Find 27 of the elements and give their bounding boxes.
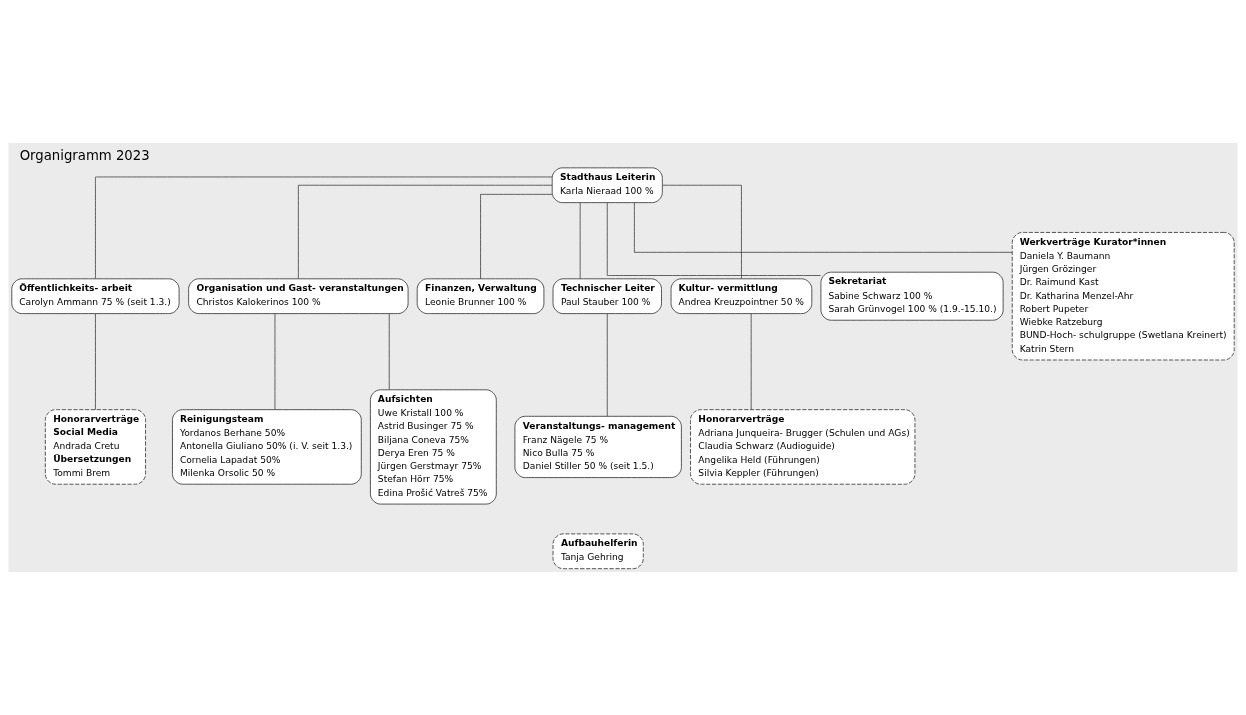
node-box: Honorarverträge Adriana Junqueira- Brugger (Schulen und AGs) Claudia Schwarz (Audioguide) Angelika Held (Führungen) Silvia Keppler (Führungen) <box>690 409 916 485</box>
node-box: Stadthaus Leiterin Karla Nieraad 100 % <box>551 167 663 204</box>
connector <box>480 193 553 280</box>
connector <box>274 313 276 411</box>
connector <box>95 176 553 280</box>
connector <box>388 313 390 390</box>
node-box: Veranstaltungs- management Franz Nägele 75 % Nico Bulla 75 % Daniel Stiller 50 % (seit 1.5.) <box>514 415 682 478</box>
node-box: Kultur- vermittlung Andrea Kreuzpointner 50 % <box>670 278 813 315</box>
connector <box>606 313 608 417</box>
node-box: Aufbauhelferin Tanja Gehring <box>552 533 644 570</box>
connector <box>750 313 752 411</box>
diagram-title: Organigramm 2023 <box>19 148 150 164</box>
connector <box>633 202 1013 253</box>
node-box: Aufsichten Uwe Kristall 100 % Astrid Businger 75 % Biljana Coneva 75% Derya Eren 75 % Jürgen Gerstmayr 75% Stefan Hörr 75% Edina Prošić Vatreš 75% <box>370 389 497 505</box>
node-box: Honorarverträge Social Media Andrada Cretu Übersetzungen Tommi Brem <box>44 409 146 485</box>
node-box: Öffentlichkeits- arbeit Carolyn Ammann 75 % (seit 1.3.) <box>11 278 180 315</box>
node-box: Werkverträge Kurator*innen Daniela Y. Baumann Jürgen Grözinger Dr. Raimund Kast Dr. Katharina Menzel-Ahr Robert Pupeter Wiebke Ratzeburg BUND-Hoch- schulgruppe (Swetlana Kreinert) Katrin Stern <box>1011 232 1235 361</box>
node-box: Organisation und Gast- veranstaltungen Christos Kalokerinos 100 % <box>188 278 409 315</box>
connector <box>95 313 96 411</box>
connector <box>297 184 553 280</box>
connector <box>579 202 581 280</box>
connector <box>606 202 821 276</box>
node-box: Sekretariat Sabine Schwarz 100 % Sarah Grünvogel 100 % (1.9.-15.10.) <box>820 271 1004 321</box>
connector <box>662 184 742 280</box>
node-box: Technischer Leiter Paul Stauber 100 % <box>552 278 662 315</box>
node-box: Finanzen, Verwaltung Leonie Brunner 100 % <box>416 278 545 315</box>
node-box: Reinigungsteam Yordanos Berhane 50% Antonella Giuliano 50% (i. V. seit 1.3.) Cornelia Lapadat 50% Milenka Orsolic 50 % <box>172 409 362 485</box>
